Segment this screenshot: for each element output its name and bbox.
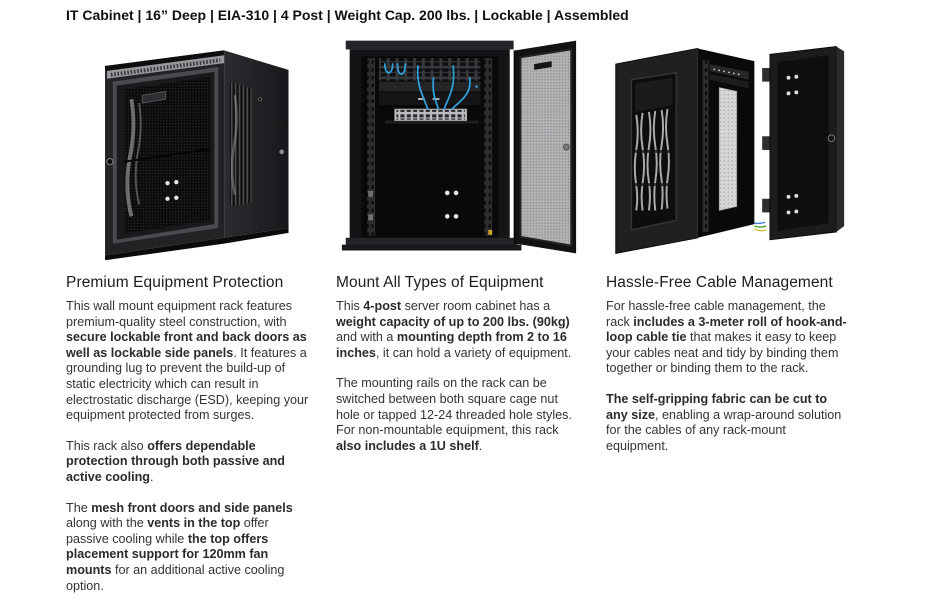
column-mount-equipment: Mount All Types of Equipment This 4-post…	[336, 32, 580, 609]
product-headline: IT Cabinet | 16” Deep | EIA-310 | 4 Post…	[66, 7, 629, 23]
paragraph-protection-1: This wall mount equipment rack features …	[66, 299, 309, 423]
paragraph-protection-3: The mesh front doors and side panels alo…	[66, 500, 293, 593]
column-heading-premium-protection: Premium Equipment Protection	[66, 274, 284, 291]
product-image-open-back-door	[606, 32, 850, 264]
column-heading-cable-management: Hassle-Free Cable Management	[606, 274, 833, 291]
paragraph-cable-2: The self-gripping fabric can be cut to a…	[606, 391, 842, 453]
product-image-open-front-door	[336, 32, 580, 264]
cabinet-closed-illustration	[105, 50, 289, 261]
column-heading-mount-equipment: Mount All Types of Equipment	[336, 274, 544, 291]
paragraph-cable-1: For hassle-free cable management, the ra…	[606, 299, 847, 376]
product-image-closed-cabinet	[66, 32, 310, 264]
paragraph-mount-2: The mounting rails on the rack can be sw…	[336, 376, 572, 453]
cabinet-open-door-illustration	[341, 40, 577, 254]
column-cable-management: Hassle-Free Cable Management For hassle-…	[606, 32, 850, 609]
three-column-grid: Premium Equipment Protection This wall m…	[66, 32, 876, 609]
column-premium-protection: Premium Equipment Protection This wall m…	[66, 32, 310, 609]
paragraph-mount-1: This 4-post server room cabinet has a we…	[336, 299, 572, 360]
cabinet-cable-management-illustration	[615, 45, 845, 254]
paragraph-protection-2: This rack also offers dependable protect…	[66, 438, 285, 484]
